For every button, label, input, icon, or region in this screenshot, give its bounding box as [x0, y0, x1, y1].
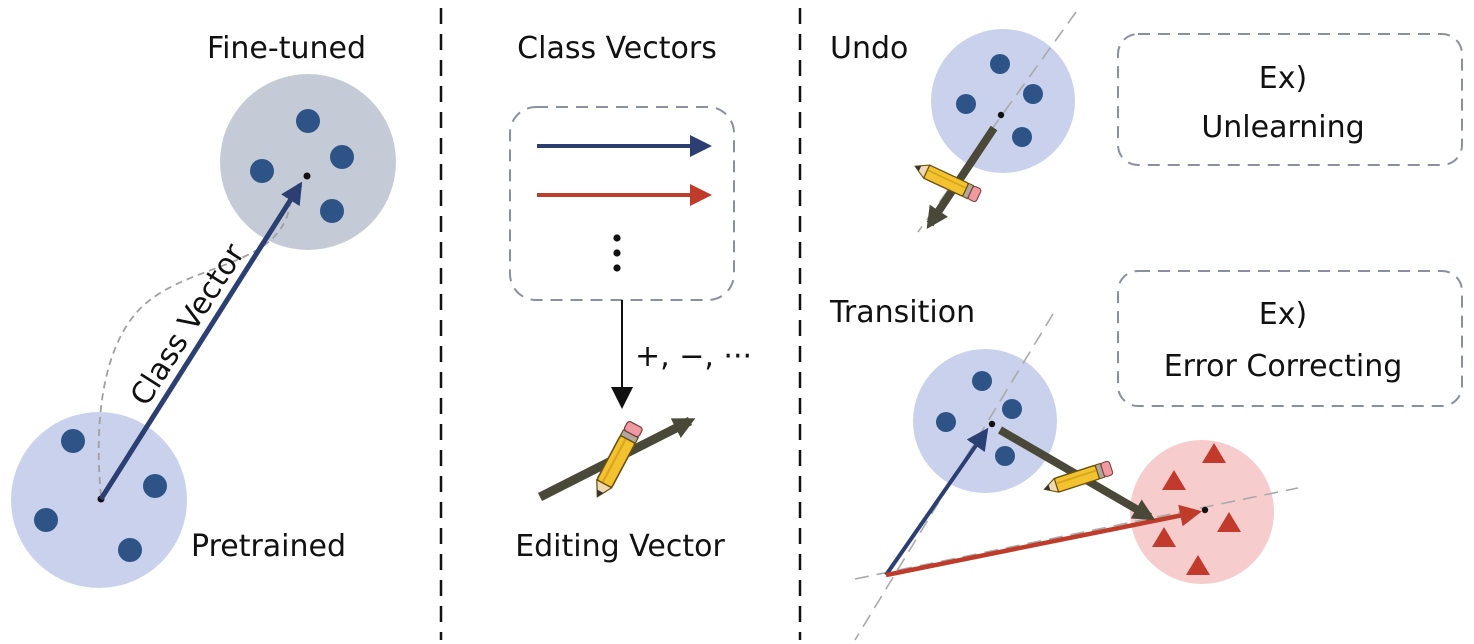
class-vectors-title: Class Vectors	[517, 31, 717, 66]
editing-vector-label: Editing Vector	[515, 529, 725, 564]
fine-tuned-points	[250, 109, 354, 223]
transition-direction-line-2	[854, 487, 1299, 580]
fine-tuned-centroid	[303, 172, 311, 180]
fine-tuned-cluster	[220, 74, 396, 250]
pretrained-points	[34, 429, 167, 562]
transition-example-prefix: Ex)	[1259, 297, 1307, 332]
pretrained-label: Pretrained	[191, 529, 346, 564]
transition-target-centroid	[1201, 506, 1209, 514]
right-panel: Undo Ex) Unlearning Transition	[829, 11, 1463, 641]
transition-target-points	[1152, 443, 1241, 575]
undo-points	[956, 54, 1043, 147]
transition-target-cluster	[1130, 440, 1274, 584]
fine-tuning-path	[97, 204, 291, 497]
undo-centroid	[997, 111, 1005, 119]
transition-direction-line-1	[854, 313, 1054, 641]
transition-red-class-vector	[885, 504, 1202, 578]
transition-example-text: Error Correcting	[1164, 349, 1403, 384]
class-vectors-box	[509, 106, 735, 301]
transition-source-cluster	[913, 349, 1057, 493]
undo-example-text: Unlearning	[1201, 110, 1364, 145]
transition-example-box	[1117, 270, 1463, 407]
operations-label: +, −, ···	[635, 339, 752, 374]
undo-cluster	[931, 29, 1075, 173]
transition-source-points	[936, 371, 1022, 466]
transition-label: Transition	[829, 295, 975, 330]
class-vector-arrow	[98, 181, 303, 501]
undo-editing-vector	[926, 125, 998, 229]
pencil-icon	[588, 419, 645, 502]
undo-example-box	[1117, 33, 1463, 166]
middle-panel: Class Vectors +, −, ··· Editing Vector	[509, 31, 752, 564]
undo-example-prefix: Ex)	[1259, 61, 1307, 96]
class-vector-label: Class Vector	[124, 237, 253, 412]
transition-source-centroid	[988, 420, 996, 428]
fine-tuned-label: Fine-tuned	[207, 31, 366, 66]
left-panel: Class Vector Fine-tuned Pretrained	[11, 31, 396, 588]
undo-label: Undo	[830, 31, 908, 66]
vertical-ellipsis-icon	[613, 234, 621, 272]
transition-blue-class-vector	[884, 427, 989, 577]
